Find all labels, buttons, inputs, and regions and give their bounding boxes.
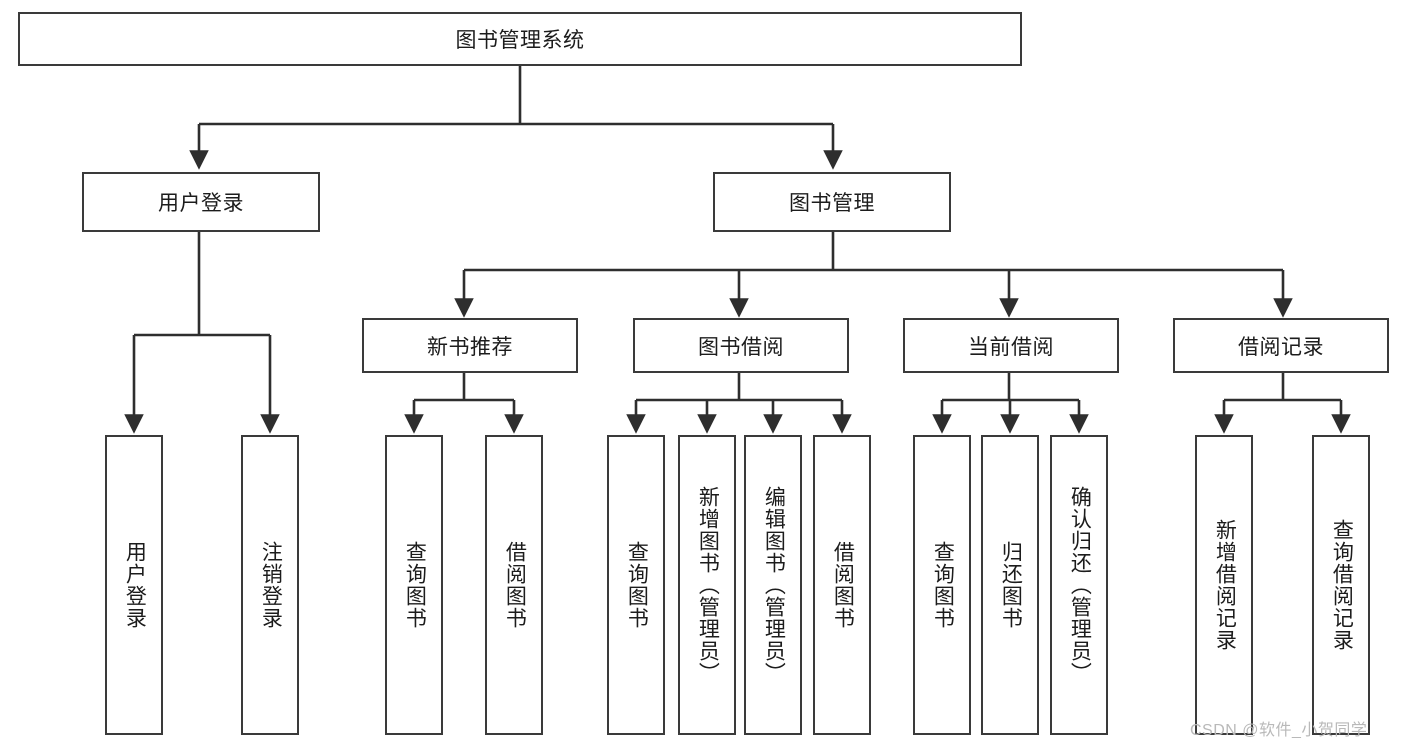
csdn-watermark: CSDN @软件_小贺同学 [1190,722,1368,739]
node-leaf-query-record[interactable]: 查询借阅记录 [1312,435,1370,735]
node-book-manage[interactable]: 图书管理 [713,172,951,232]
node-leaf-confirm-return[interactable]: 确认归还（管理员） [1050,435,1108,735]
node-current-borrow[interactable]: 当前借阅 [903,318,1119,373]
node-leaf-add-record-label: 新增借阅记录 [1213,519,1237,651]
node-borrow-record-label: 借阅记录 [1238,335,1324,359]
node-leaf-return-book[interactable]: 归还图书 [981,435,1039,735]
node-leaf-return-book-label: 归还图书 [999,541,1023,629]
node-leaf-query-book-2-label: 查询图书 [625,541,649,629]
node-user-login-label: 用户登录 [158,192,244,215]
node-leaf-user-login[interactable]: 用户登录 [105,435,163,735]
node-new-book-recommend-label: 新书推荐 [427,335,513,359]
node-leaf-query-book-2[interactable]: 查询图书 [607,435,665,735]
node-leaf-query-book-1-label: 查询图书 [403,541,427,629]
node-new-book-recommend[interactable]: 新书推荐 [362,318,578,373]
node-book-manage-label: 图书管理 [789,192,875,215]
node-leaf-query-book-3[interactable]: 查询图书 [913,435,971,735]
node-leaf-user-logout[interactable]: 注销登录 [241,435,299,735]
node-root[interactable]: 图书管理系统 [18,12,1022,66]
node-leaf-borrow-book-1-label: 借阅图书 [503,541,527,629]
node-leaf-query-book-3-label: 查询图书 [931,541,955,629]
node-leaf-query-book-1[interactable]: 查询图书 [385,435,443,735]
node-leaf-confirm-return-label: 确认归还（管理员） [1068,486,1092,684]
node-leaf-edit-book-label: 编辑图书（管理员） [762,486,786,684]
node-leaf-user-logout-label: 注销登录 [259,541,283,629]
node-user-login[interactable]: 用户登录 [82,172,320,232]
node-leaf-query-record-label: 查询借阅记录 [1330,519,1354,651]
node-book-borrow-label: 图书借阅 [698,335,784,359]
node-leaf-add-book-label: 新增图书（管理员） [696,486,720,684]
node-root-label: 图书管理系统 [455,29,585,52]
node-book-borrow[interactable]: 图书借阅 [633,318,849,373]
node-leaf-add-record[interactable]: 新增借阅记录 [1195,435,1253,735]
node-leaf-user-login-label: 用户登录 [123,541,147,629]
node-borrow-record[interactable]: 借阅记录 [1173,318,1389,373]
node-leaf-borrow-book-2[interactable]: 借阅图书 [813,435,871,735]
node-leaf-borrow-book-1[interactable]: 借阅图书 [485,435,543,735]
node-current-borrow-label: 当前借阅 [968,335,1054,359]
node-leaf-edit-book[interactable]: 编辑图书（管理员） [744,435,802,735]
node-leaf-borrow-book-2-label: 借阅图书 [831,541,855,629]
node-leaf-add-book[interactable]: 新增图书（管理员） [678,435,736,735]
